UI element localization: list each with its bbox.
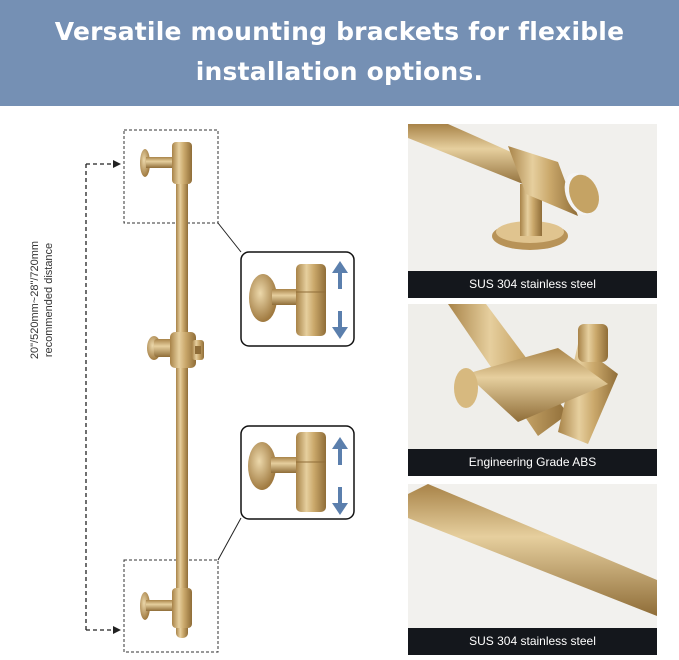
banner-title-line-1: Versatile mounting brackets for flexible xyxy=(54,17,625,46)
detail-bottom xyxy=(240,425,355,520)
move-down-arrow-icon xyxy=(332,311,348,339)
banner-title: Versatile mounting brackets for flexible… xyxy=(0,12,679,92)
bottom-bracket-box xyxy=(123,559,219,653)
move-up-arrow-icon xyxy=(332,261,348,289)
photo-rod: SUS 304 stainless steel xyxy=(408,484,657,655)
shower-head-holder xyxy=(147,332,204,368)
photo-3-caption: SUS 304 stainless steel xyxy=(408,628,657,655)
banner-title-line-2: installation options. xyxy=(195,57,484,86)
photo-2-caption: Engineering Grade ABS xyxy=(408,449,657,476)
bottom-bracket xyxy=(140,588,192,628)
photo-holder: Engineering Grade ABS xyxy=(408,304,657,476)
distance-label: 20"/520mm~28"/720mm recommended distance xyxy=(28,170,56,430)
slide-bar-illustration xyxy=(85,129,355,653)
rod-photo xyxy=(408,484,657,628)
slide-bar-diagram: 20"/520mm~28"/720mm recommended distance xyxy=(0,106,400,655)
move-down-arrow-icon xyxy=(332,487,348,515)
distance-range-label: 20"/520mm~28"/720mm xyxy=(29,240,41,360)
recommended-distance-label: recommended distance xyxy=(43,242,55,358)
top-bracket-box xyxy=(123,129,219,224)
photo-top-bracket: SUS 304 stainless steel xyxy=(408,124,657,298)
move-up-arrow-icon xyxy=(332,437,348,465)
top-bracket-photo xyxy=(408,124,657,271)
top-bracket xyxy=(140,142,192,184)
distance-arrow xyxy=(85,160,121,634)
slide-bar-rod xyxy=(176,142,188,638)
header-banner: Versatile mounting brackets for flexible… xyxy=(0,0,679,106)
detail-top xyxy=(240,251,355,347)
holder-photo xyxy=(408,304,657,449)
photo-1-caption: SUS 304 stainless steel xyxy=(408,271,657,298)
